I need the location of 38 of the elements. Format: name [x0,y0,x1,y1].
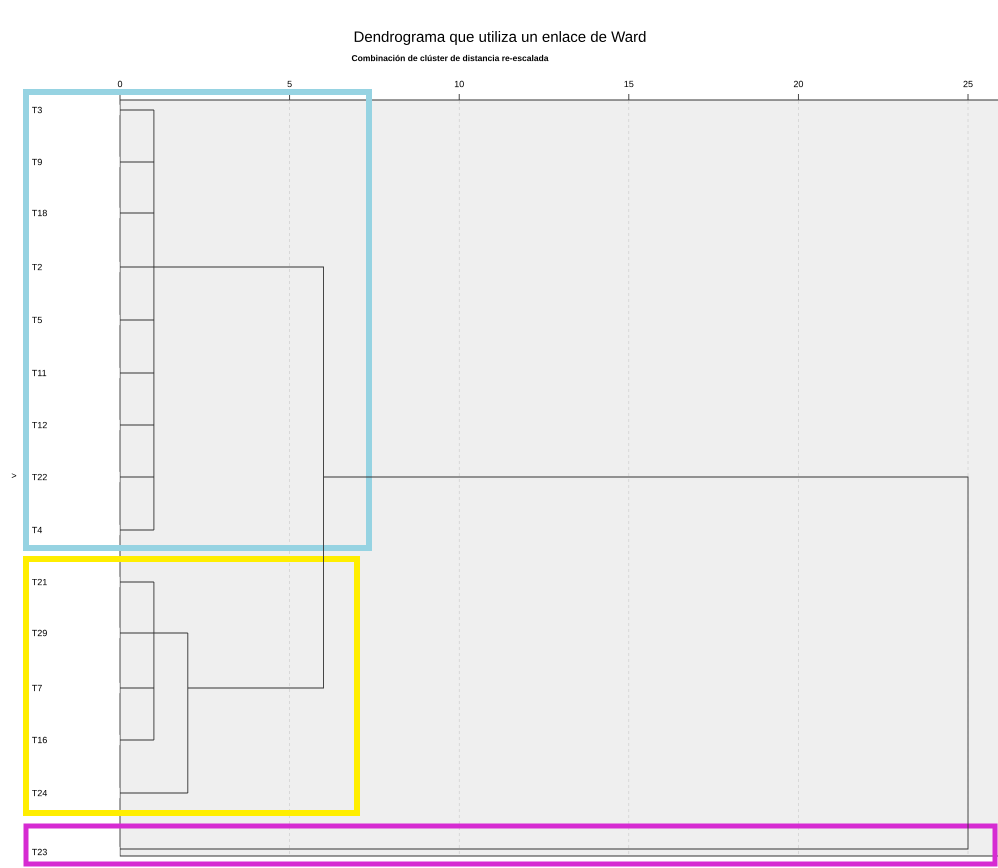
leaf-label: T22 [32,472,120,482]
leaf-label: T16 [32,734,120,746]
dendrogram-line [323,476,968,478]
row-marker: > [12,473,16,478]
dendrogram-line [120,632,154,634]
leaf-label: T3 [32,104,120,116]
leaf-label: T12 [32,420,120,430]
tick-label: 25 [963,80,973,88]
dendrogram-line [120,424,154,426]
tick-label: 20 [794,80,804,88]
leaf-label: T29 [32,628,120,638]
dendrogram-line [120,212,154,214]
dendrogram-line [153,266,324,268]
dendrogram-line [120,266,154,268]
dendrogram-line [120,372,154,374]
leaf-label: T7 [32,682,120,694]
dendrogram-line [120,476,154,478]
leaf-label: T4 [32,524,120,536]
leaf-label: T9 [32,156,120,168]
chart-title: Dendrograma que utiliza un enlace de Ward [354,31,646,45]
highlight-frame [24,824,998,866]
dendrogram-line [120,792,188,794]
tick-label: 0 [118,80,122,88]
leaf-label: T5 [32,314,120,326]
dendrogram-line [153,632,188,634]
tick-label: 5 [287,80,292,88]
leaf-label: T18 [32,208,120,218]
highlight-frame [23,89,372,551]
highlight-frame [23,556,360,816]
leaf-label: T21 [32,576,120,588]
dendrogram-line [120,848,968,850]
tick-label: 10 [454,80,464,88]
leaf-label: T2 [32,262,120,272]
leaf-label: T24 [32,788,120,798]
leaf-label: T11 [32,368,120,378]
tick-label: 15 [624,80,634,88]
leaf-label: T23 [32,846,120,858]
axis-title: Combinación de clúster de distancia re-escalada [352,54,549,62]
